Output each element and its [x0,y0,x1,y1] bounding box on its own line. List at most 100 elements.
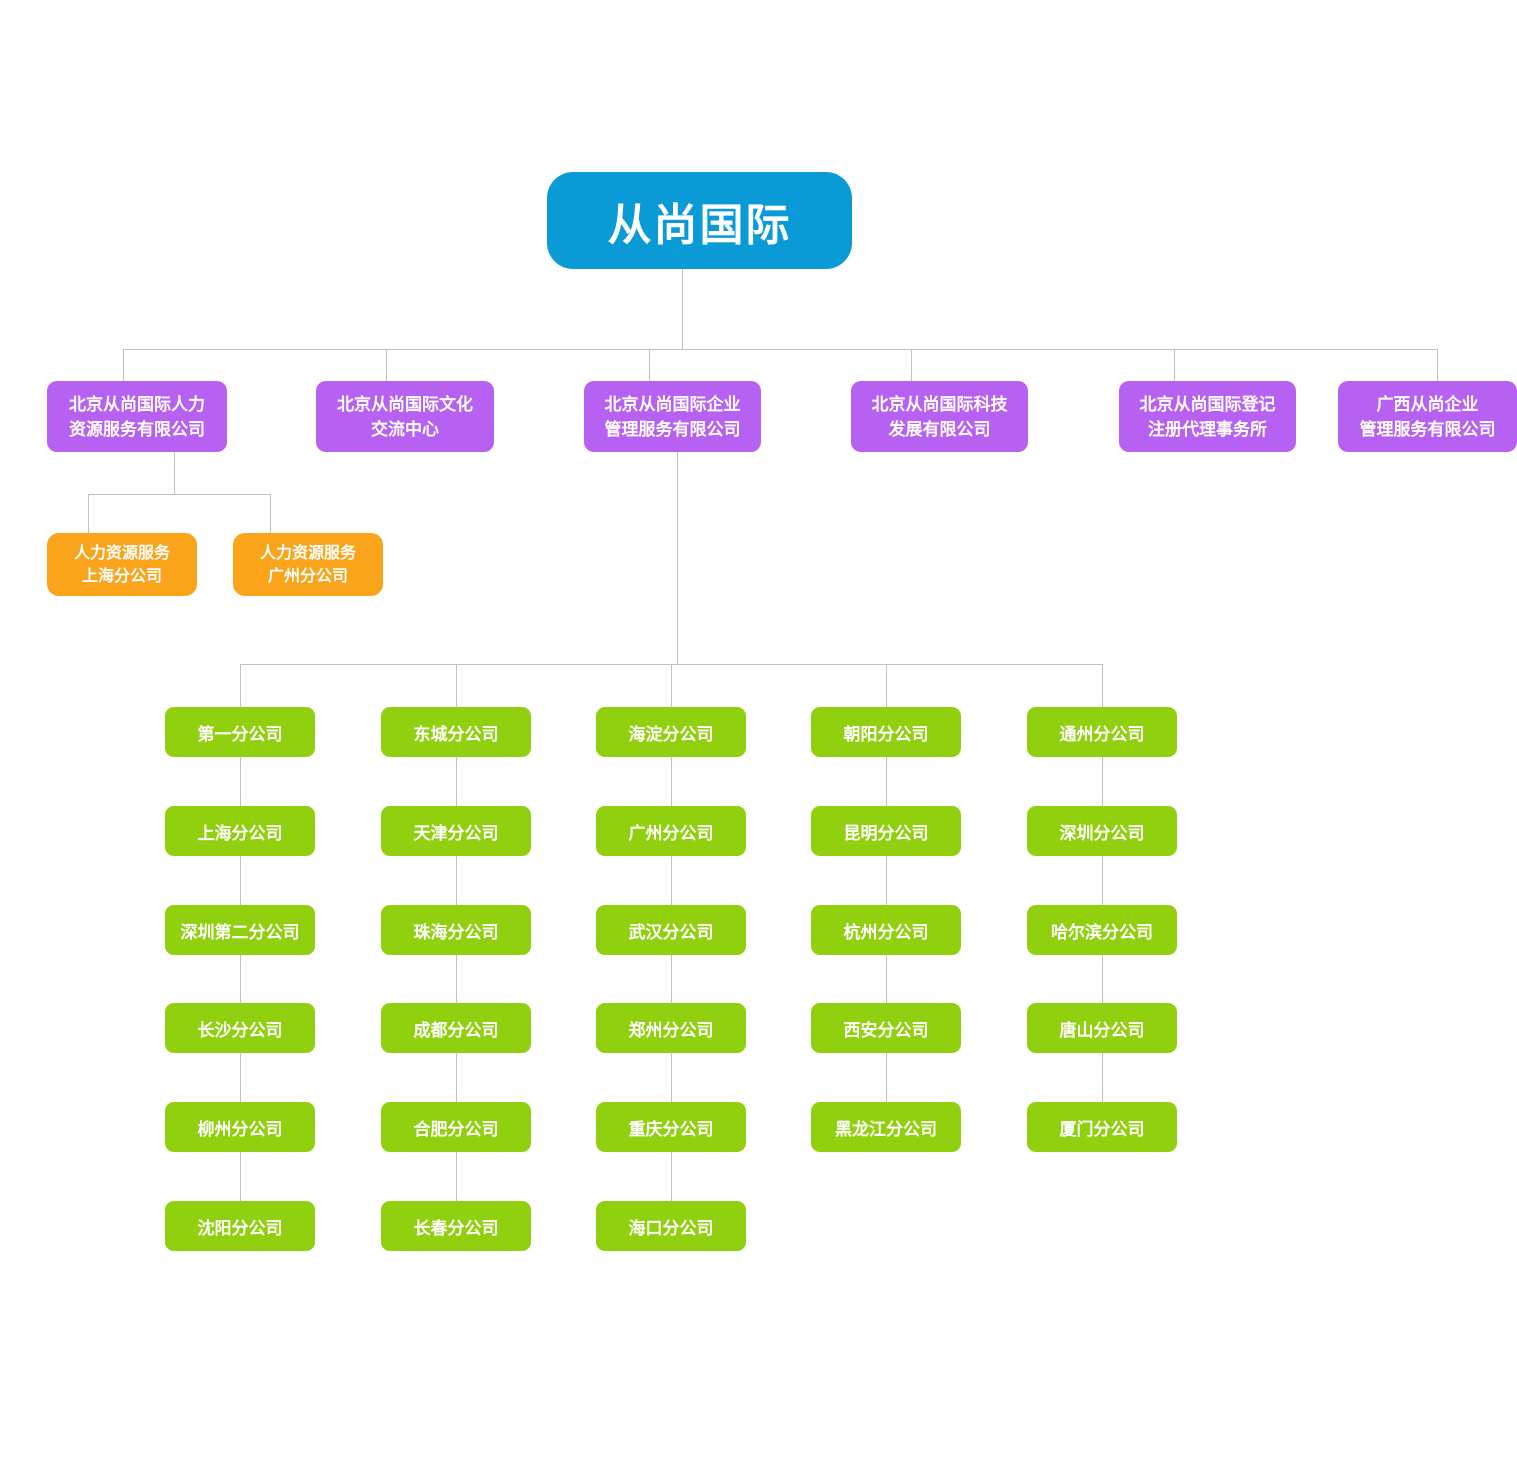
connector-line [671,1053,672,1102]
connector-line [456,664,457,707]
connector-line [240,1152,241,1201]
node-label: 从尚国际 [607,200,792,250]
connector-line [240,955,241,1003]
branch-office-node: 长沙分公司 [165,1003,315,1053]
connector-line [123,349,124,381]
connector-line [911,349,912,381]
connector-line [649,349,650,381]
node-label: 珠海分公司 [413,922,499,942]
node-label: 广西从尚企业 [1376,394,1479,414]
node-label: 资源服务有限公司 [69,419,205,439]
node-label: 广州分公司 [628,823,714,843]
subsidiary-node: 北京从尚国际科技发展有限公司 [851,381,1028,452]
branch-office-node: 上海分公司 [165,806,315,856]
node-label: 武汉分公司 [628,922,714,942]
node-label: 海淀分公司 [628,724,714,744]
node-label: 长春分公司 [413,1218,499,1238]
branch-office-node: 黑龙江分公司 [811,1102,961,1152]
subsidiary-node: 北京从尚国际文化交流中心 [316,381,494,452]
connector-line [671,664,672,707]
node-label: 郑州分公司 [628,1020,714,1040]
node-label: 第一分公司 [197,724,283,744]
node-label: 长沙分公司 [197,1020,283,1040]
connector-line [456,757,457,806]
node-label: 北京从尚国际企业 [604,394,741,414]
branch-office-node: 第一分公司 [165,707,315,757]
node-label: 东城分公司 [413,724,499,744]
branch-office-node: 唐山分公司 [1027,1003,1177,1053]
node-label: 管理服务有限公司 [1359,419,1496,439]
branch-office-node: 郑州分公司 [596,1003,746,1053]
connector-line [1102,757,1103,806]
node-label: 深圳第二分公司 [180,922,300,942]
connector-line [240,1053,241,1102]
node-label: 发展有限公司 [888,419,991,439]
connector-line [1102,955,1103,1003]
connector-line [240,757,241,806]
connector-line [456,856,457,905]
node-label: 朝阳分公司 [843,724,929,744]
node-label: 人力资源服务 [259,544,356,562]
node-label: 通州分公司 [1059,724,1145,744]
connector-line [671,955,672,1003]
hr-branch-node: 人力资源服务上海分公司 [47,533,197,596]
branch-office-node: 西安分公司 [811,1003,961,1053]
connector-line [240,856,241,905]
connector-line [1102,664,1103,707]
connector-line [671,1152,672,1201]
subsidiary-node: 北京从尚国际人力资源服务有限公司 [47,381,227,452]
branch-office-node: 厦门分公司 [1027,1102,1177,1152]
node-label: 上海分公司 [197,823,283,843]
branch-office-node: 珠海分公司 [381,905,531,955]
branch-office-node: 沈阳分公司 [165,1201,315,1251]
branch-office-node: 合肥分公司 [381,1102,531,1152]
node-label: 海口分公司 [628,1218,714,1238]
node-label: 昆明分公司 [843,823,929,843]
connector-line [1174,349,1175,381]
node-label: 黑龙江分公司 [835,1119,937,1139]
connector-line [240,664,241,707]
root-node-headquarters: 从尚国际 [547,172,852,269]
branch-office-node: 重庆分公司 [596,1102,746,1152]
connector-line [1437,349,1438,381]
node-label: 广州分公司 [267,567,348,585]
branch-office-node: 天津分公司 [381,806,531,856]
node-label: 深圳分公司 [1059,823,1145,843]
node-label: 北京从尚国际科技 [871,394,1008,414]
connector-line [671,757,672,806]
connector-line [1102,856,1103,905]
node-label: 交流中心 [371,419,439,439]
subsidiary-node: 北京从尚国际企业管理服务有限公司 [584,381,761,452]
connector-line [671,856,672,905]
connector-line [386,349,387,381]
connector-line [88,494,89,533]
node-label: 注册代理事务所 [1148,419,1267,439]
node-label: 沈阳分公司 [197,1218,283,1238]
node-label: 合肥分公司 [413,1119,499,1139]
branch-office-node: 哈尔滨分公司 [1027,905,1177,955]
node-label: 天津分公司 [413,823,499,843]
node-label: 北京从尚国际登记 [1139,394,1276,414]
node-label: 柳州分公司 [197,1119,283,1139]
node-label: 杭州分公司 [843,922,929,942]
node-label: 北京从尚国际文化 [337,394,473,414]
branch-office-node: 东城分公司 [381,707,531,757]
branch-office-node: 深圳分公司 [1027,806,1177,856]
connector-line [1102,1053,1103,1102]
subsidiary-node: 广西从尚企业管理服务有限公司 [1338,381,1517,452]
node-label: 成都分公司 [413,1020,499,1040]
connector-line [123,349,1437,350]
connector-line [456,1152,457,1201]
subsidiary-node: 北京从尚国际登记注册代理事务所 [1119,381,1296,452]
connector-line [886,955,887,1003]
branch-office-node: 深圳第二分公司 [165,905,315,955]
branch-office-node: 成都分公司 [381,1003,531,1053]
branch-office-node: 武汉分公司 [596,905,746,955]
connector-line [886,757,887,806]
node-label: 北京从尚国际人力 [69,394,205,414]
branch-office-node: 长春分公司 [381,1201,531,1251]
hr-branch-node: 人力资源服务广州分公司 [233,533,383,596]
node-label: 哈尔滨分公司 [1051,922,1153,942]
connector-line [174,452,175,494]
